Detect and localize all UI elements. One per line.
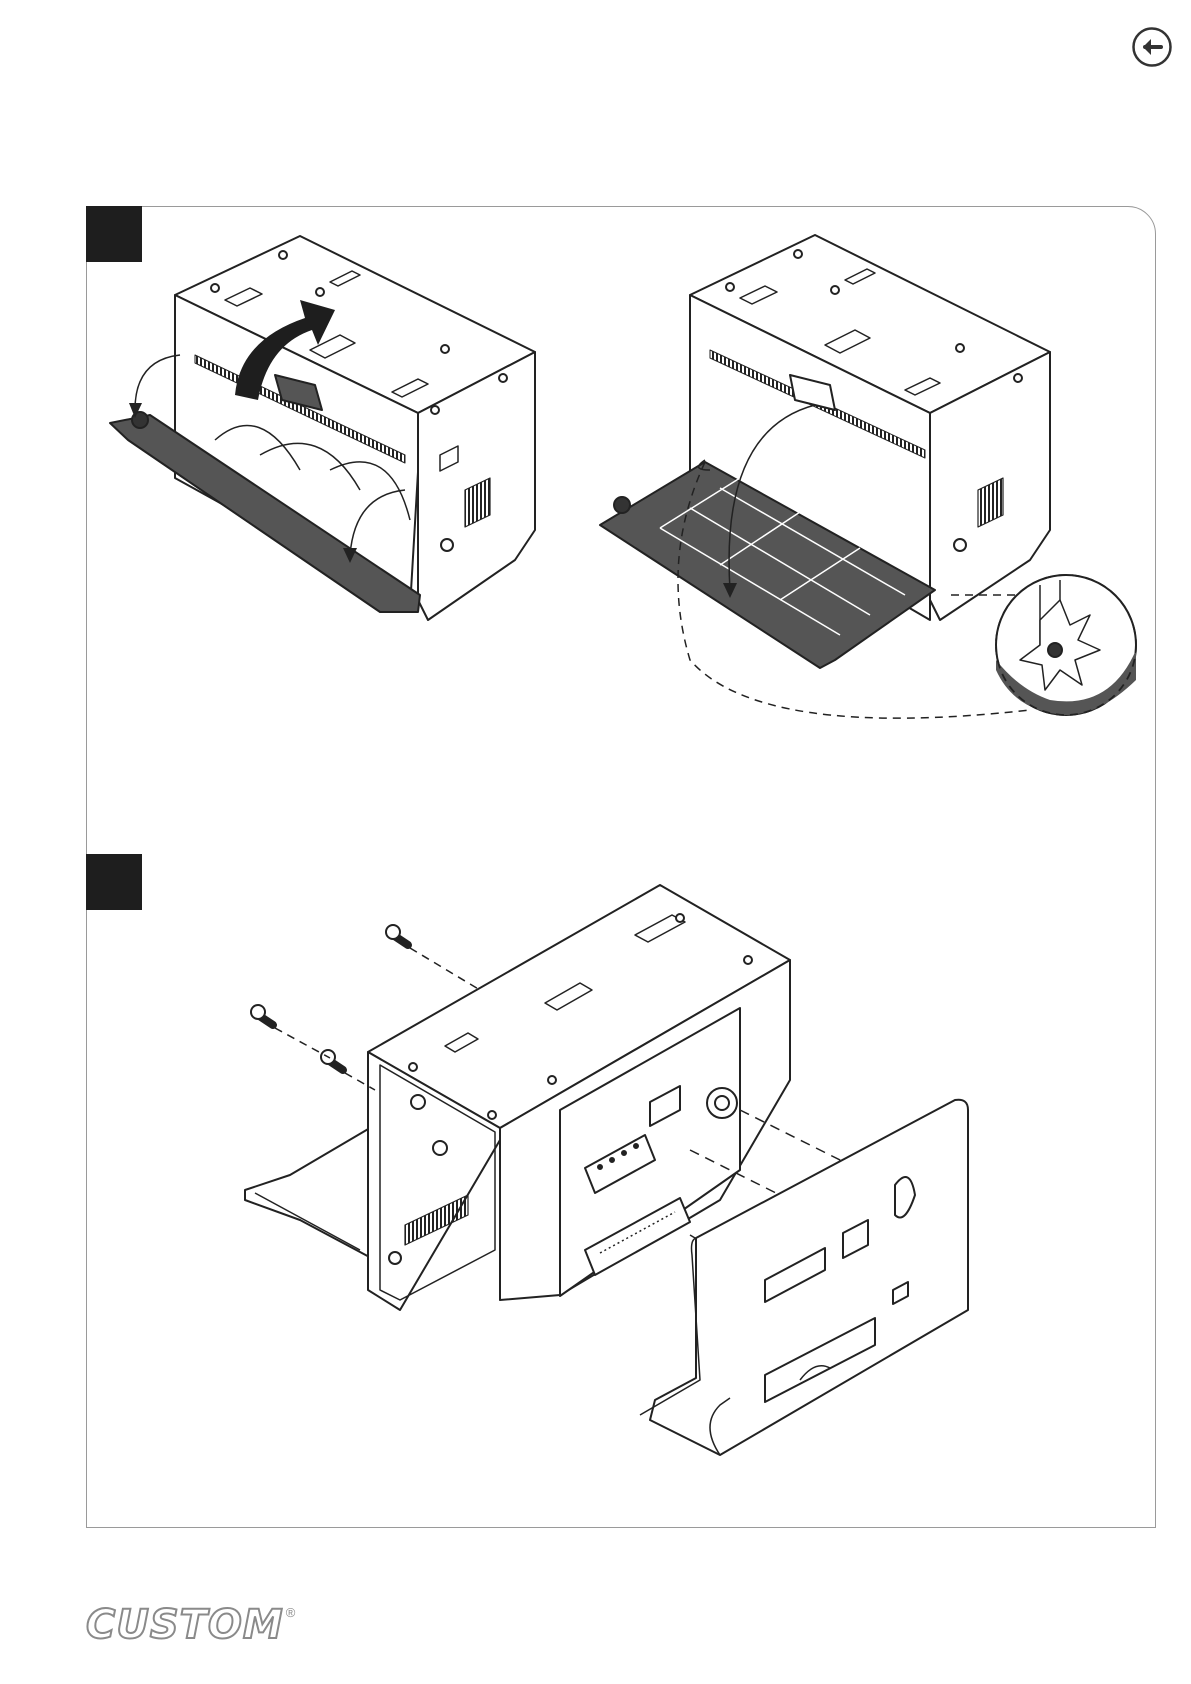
printer-open-cover-view: [110, 236, 535, 620]
brand-name: CUSTOM: [86, 1603, 284, 1647]
screw-icon: [251, 1005, 273, 1025]
printer-cover-closed-view: [600, 235, 1136, 718]
screw-icon: [386, 925, 408, 945]
printer-rear-disassembly-view: [245, 885, 968, 1455]
brand-logo: CUSTOM ®: [86, 1603, 295, 1647]
registered-mark: ®: [286, 1605, 296, 1620]
screw-icon: [321, 1050, 343, 1070]
